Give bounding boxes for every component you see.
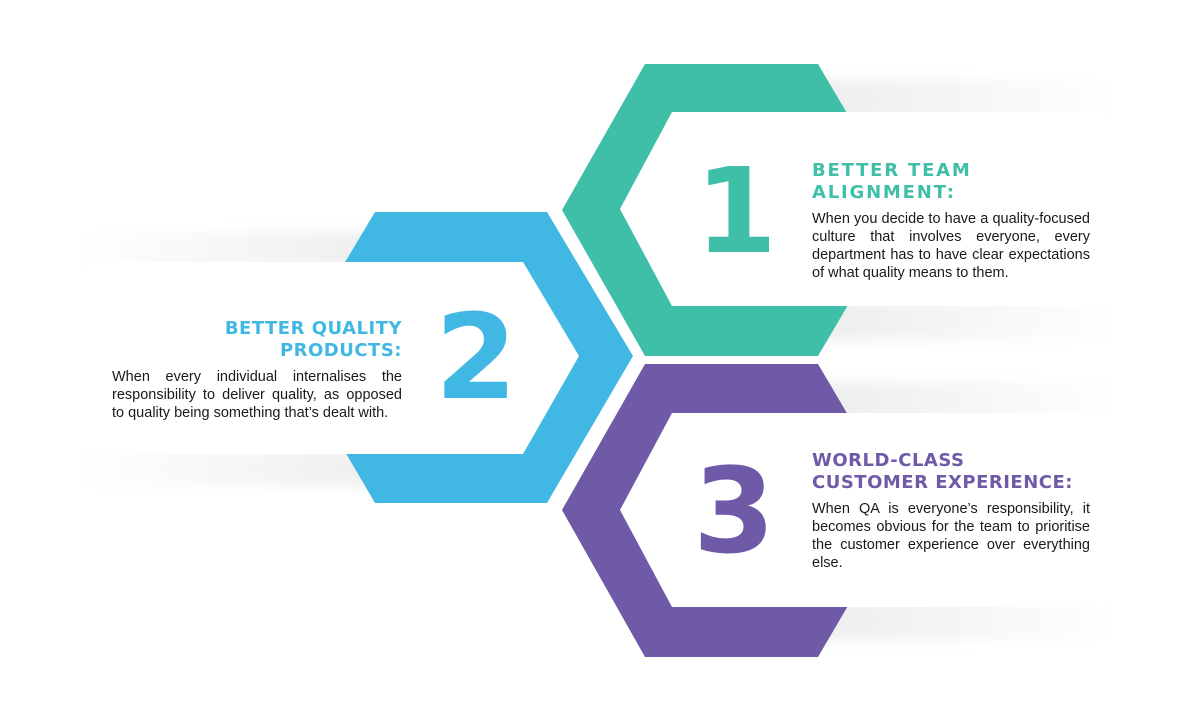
item-2-title: BETTER QUALITY PRODUCTS: — [224, 318, 402, 361]
step-number-2: 2 — [435, 288, 518, 426]
item-3-description: When QA is everyone’s responsibility, it… — [812, 501, 1090, 571]
item-1-text: BETTER TEAM ALIGNMENT: When you decide t… — [812, 160, 1090, 282]
panel-1 — [620, 112, 1110, 306]
step-number-3: 3 — [693, 442, 776, 580]
item-2-text: BETTER QUALITY PRODUCTS: When every indi… — [112, 318, 402, 422]
item-2-description: When every individual internalises the r… — [112, 369, 402, 421]
item-3-text: WORLD-CLASS CUSTOMER EXPERIENCE: When QA… — [812, 450, 1090, 572]
item-1-title: BETTER TEAM ALIGNMENT: — [812, 160, 972, 203]
item-3-title-line-1: WORLD-CLASS — [812, 450, 965, 471]
step-number-1: 1 — [695, 142, 778, 280]
item-3-title-line-2: CUSTOMER EXPERIENCE: — [812, 472, 1073, 493]
panel-2 — [90, 262, 579, 454]
item-1-description: When you decide to have a quality-focuse… — [812, 211, 1090, 281]
item-3-title: WORLD-CLASS CUSTOMER EXPERIENCE: — [812, 450, 1090, 494]
panel-3 — [620, 413, 1110, 607]
